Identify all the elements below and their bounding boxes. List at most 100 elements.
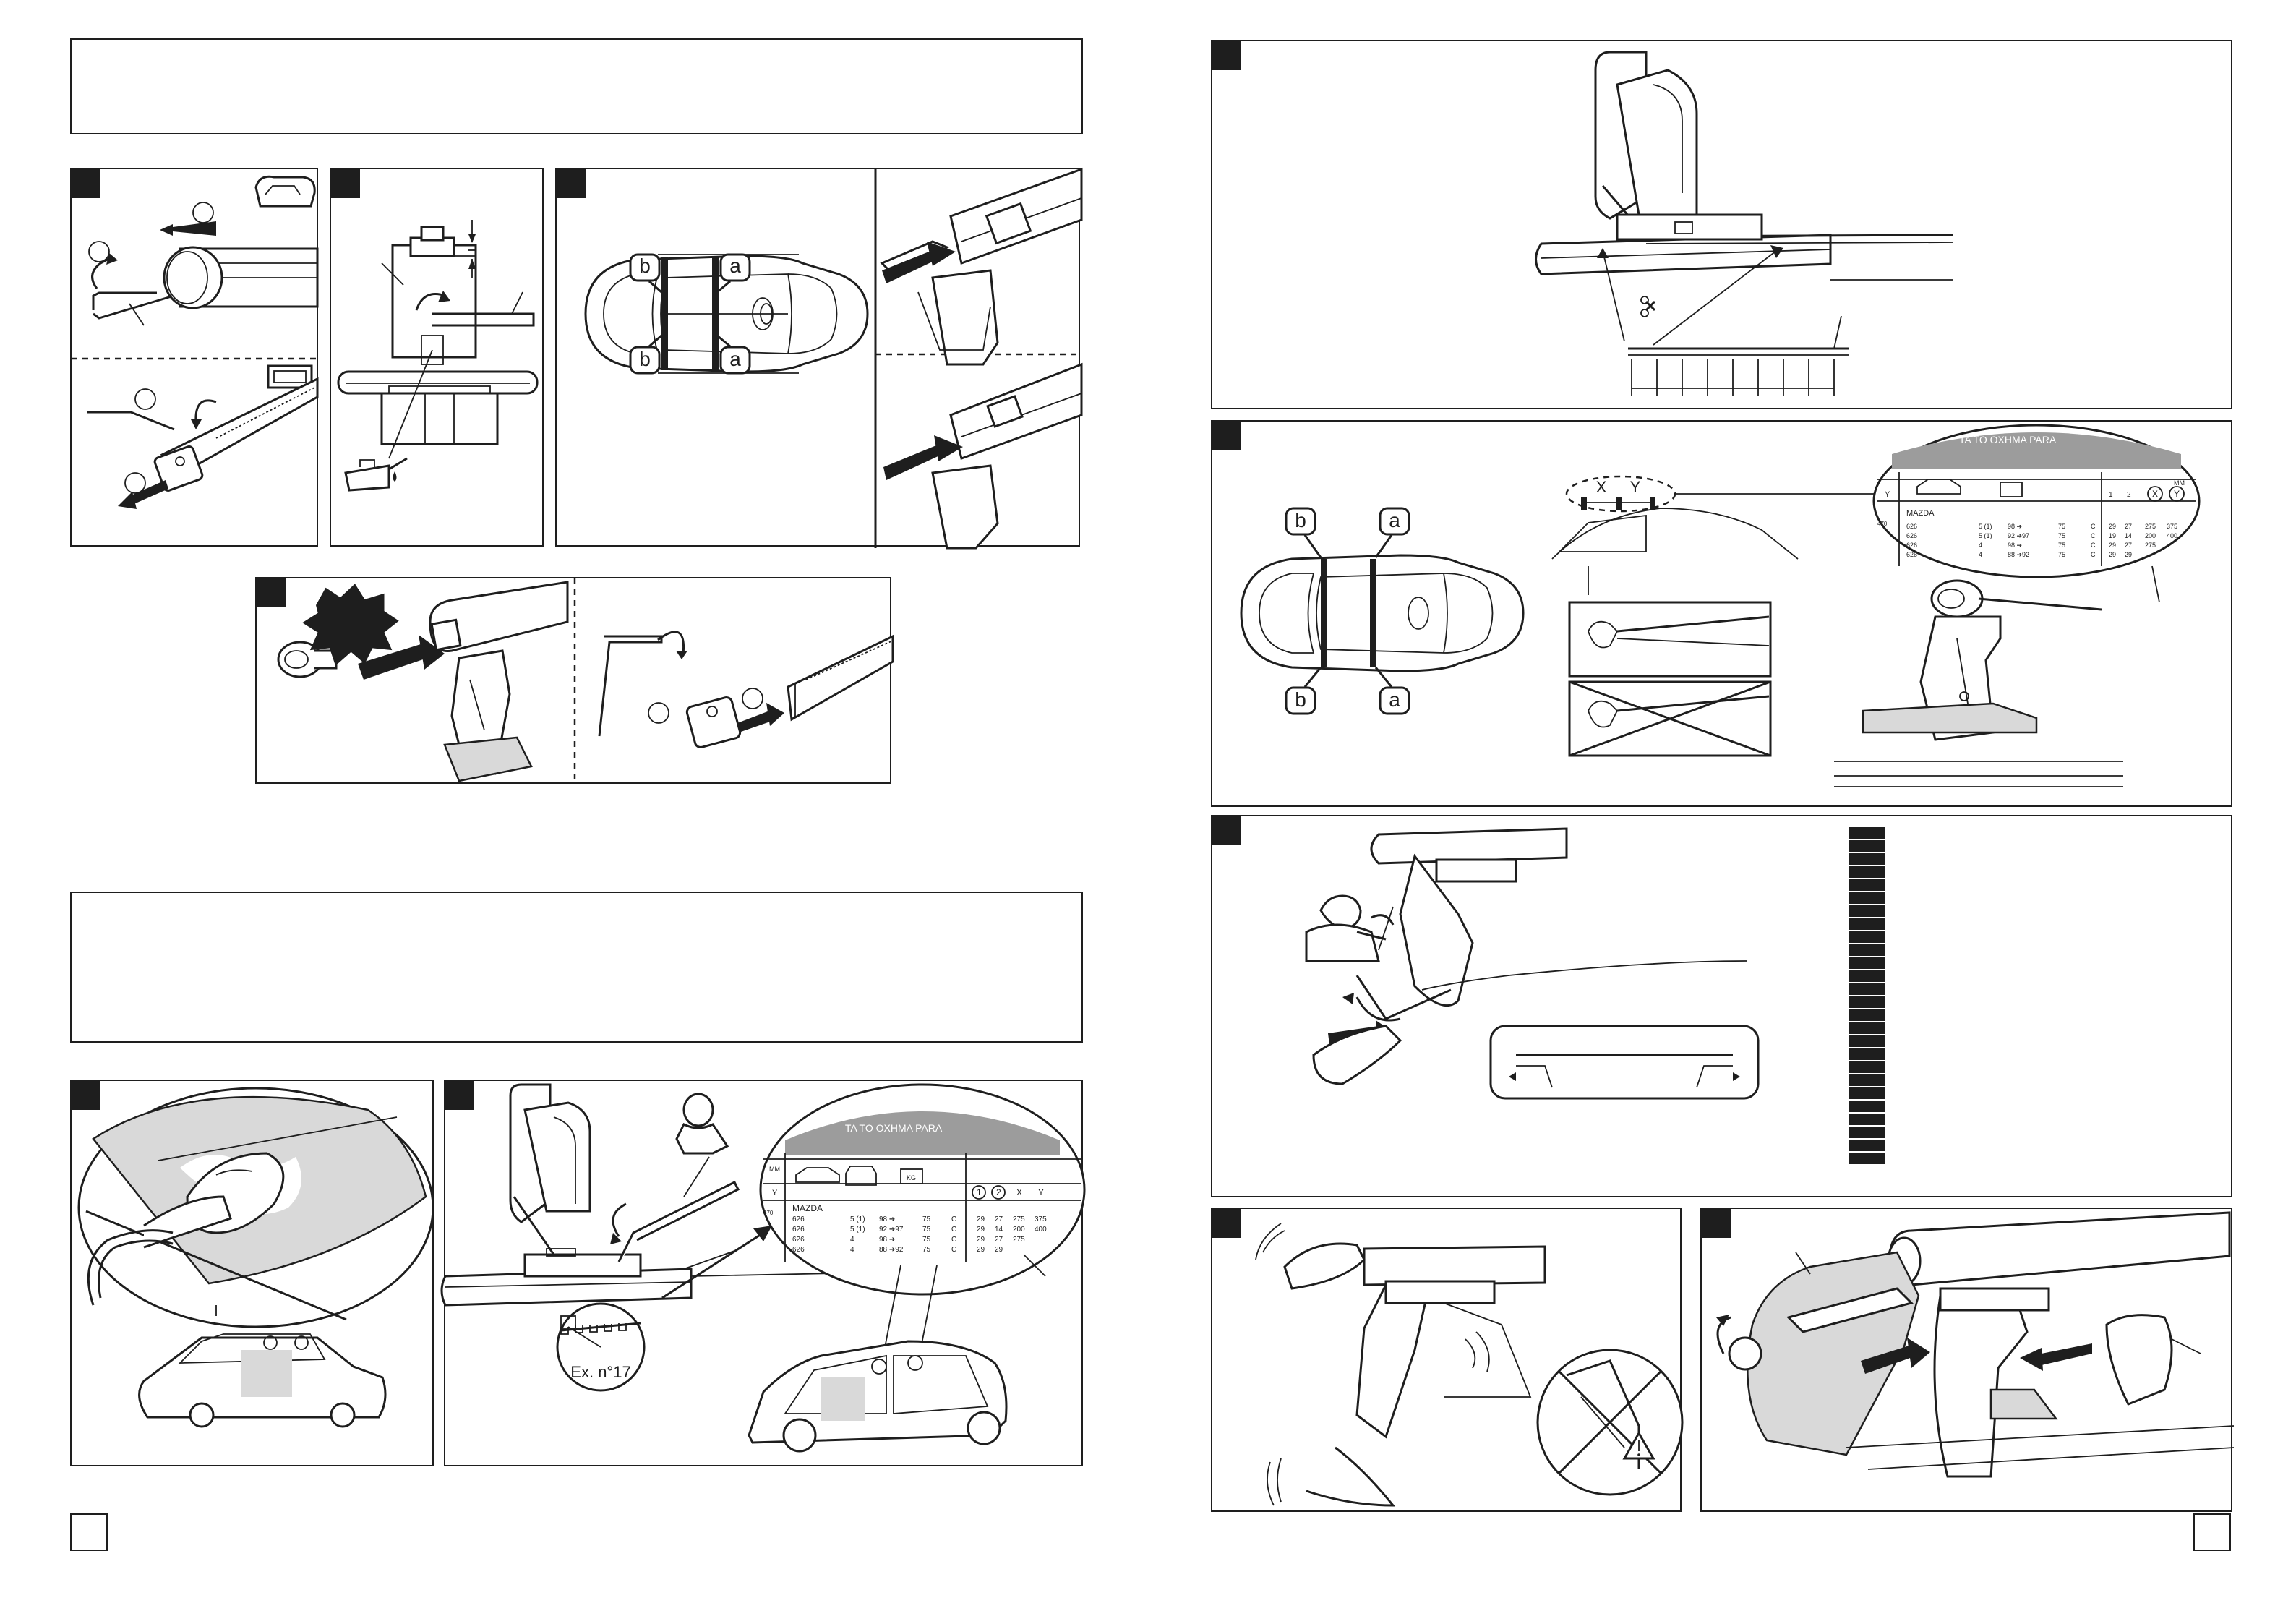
torque-spec-cell xyxy=(1849,944,1885,956)
table-row-y: Y xyxy=(772,1189,778,1197)
label-a-bottom: a xyxy=(1389,688,1400,711)
right-table-cell: 275 xyxy=(2145,523,2156,530)
torque-spec-cell xyxy=(1849,879,1885,891)
step-panel-adjust-feet: Ex. n°17 TA TO OXHMA PARA MM Y 470 KG 1 … xyxy=(440,1080,1086,1466)
torque-spec-cell xyxy=(1849,1153,1885,1164)
end-cap-illustration xyxy=(72,175,320,509)
step-panel-clean-roof xyxy=(70,1080,434,1466)
table-banner-left: TA TO OXHMA PARA xyxy=(845,1122,943,1134)
left-table-cell: 375 xyxy=(1035,1215,1047,1223)
right-table-cell: 75 xyxy=(2058,523,2065,530)
left-table-cell: 29 xyxy=(977,1246,985,1254)
step-panel-adjust xyxy=(330,168,544,547)
left-table-cell: 5 (1) xyxy=(850,1215,865,1223)
car-icon xyxy=(795,1167,840,1183)
table-row-470: 470 xyxy=(763,1210,774,1216)
end-covers-illustration xyxy=(1716,1211,2235,1478)
right-table-cell: 5 (1) xyxy=(1979,523,1992,530)
left-table-cell: C xyxy=(951,1246,956,1254)
torque-spec-column xyxy=(1849,827,1885,1164)
left-table-cell: 27 xyxy=(995,1215,1003,1223)
table-col-y: Y xyxy=(1038,1187,1044,1197)
table-col-kg: KG xyxy=(907,1174,916,1181)
left-table-cell: 88 ➔92 xyxy=(879,1246,904,1254)
left-table-cell: 75 xyxy=(922,1236,931,1244)
torque-spec-cell xyxy=(1849,1074,1885,1086)
left-table-cell: C xyxy=(951,1215,956,1223)
right-table-cell: 27 xyxy=(2125,542,2132,549)
rear-bar-mark xyxy=(661,257,668,370)
right-table-cell: 27 xyxy=(2125,523,2132,530)
left-table-cell: 75 xyxy=(922,1215,931,1223)
push-arrow-icon xyxy=(883,444,943,480)
left-table-cell: 626 xyxy=(792,1226,805,1234)
left-table-cell: 29 xyxy=(995,1246,1003,1254)
label-b-top: b xyxy=(1295,509,1306,531)
label-x: X xyxy=(1596,478,1607,496)
label-b-bottom: b xyxy=(1295,688,1306,711)
torque-spec-cell xyxy=(1849,957,1885,969)
torque-spec-cell xyxy=(1849,1101,1885,1112)
right-table-cell: 626 xyxy=(1906,523,1917,530)
left-table-cell: 275 xyxy=(1013,1236,1025,1244)
left-table-cell: C xyxy=(951,1236,956,1244)
table-right-col-y: Y xyxy=(2174,489,2180,499)
step-panel-tighten xyxy=(1211,815,2232,1197)
left-table-cell: 29 xyxy=(977,1226,985,1234)
table-right-mm: MM xyxy=(2174,479,2185,487)
right-table-cell: 375 xyxy=(2167,523,2177,530)
insert-arrow-icon xyxy=(358,644,427,680)
table-right-row-y: Y xyxy=(1885,490,1890,499)
text-frame-top xyxy=(70,38,1083,134)
step-number-badge xyxy=(331,169,360,198)
torque-spec-cell xyxy=(1849,1009,1885,1021)
table-right-row-470: 470 xyxy=(1877,521,1888,527)
right-table-cell: 626 xyxy=(1906,542,1917,549)
table-right-col-1: 1 xyxy=(2109,491,2113,499)
foot-adjust-illustration xyxy=(337,220,539,492)
left-table-cell: 200 xyxy=(1013,1226,1025,1234)
step-number-badge xyxy=(445,1081,474,1110)
right-table-cell: 4 xyxy=(1979,542,1982,549)
torque-spec-cell xyxy=(1849,1061,1885,1073)
step-number-badge xyxy=(72,169,100,198)
right-table-cell: 29 xyxy=(2125,551,2132,558)
example-caption: Ex. n°17 xyxy=(570,1363,630,1381)
table-col-1: 1 xyxy=(977,1187,982,1197)
left-table-cell: 14 xyxy=(995,1226,1003,1234)
right-table-cell: 19 xyxy=(2109,532,2116,539)
right-table-cell: C xyxy=(2091,532,2096,539)
car-top-view-illustration: b a b a xyxy=(584,167,1083,550)
left-table-cell: 4 xyxy=(850,1236,854,1244)
right-table-cell: 92 ➔97 xyxy=(2008,532,2029,539)
torque-spec-cell xyxy=(1849,892,1885,904)
right-table-cell: 626 xyxy=(1906,551,1917,558)
step-number-badge xyxy=(257,578,286,607)
left-table-cell: 75 xyxy=(922,1246,931,1254)
right-table-cell: 400 xyxy=(2167,532,2177,539)
step-number-badge xyxy=(1212,1209,1241,1238)
left-table-cell: 98 ➔ xyxy=(879,1236,895,1244)
step-number-badge xyxy=(1212,816,1241,845)
label-y: Y xyxy=(1630,478,1641,496)
right-table-cell: 14 xyxy=(2125,532,2132,539)
foot-fitting-illustration: Ex. n°17 TA TO OXHMA PARA MM Y 470 KG 1 … xyxy=(440,1083,1086,1453)
torque-spec-cell xyxy=(1849,840,1885,852)
table-right-col-2: 2 xyxy=(2127,491,2131,499)
right-table-cell: C xyxy=(2091,542,2096,549)
right-table-cell: 200 xyxy=(2145,532,2156,539)
left-table-cell: 275 xyxy=(1013,1215,1025,1223)
torque-spec-cell xyxy=(1849,931,1885,943)
table-col-mm: MM xyxy=(769,1166,780,1173)
right-table-cell: 275 xyxy=(2145,542,2156,549)
left-table-cell: 98 ➔ xyxy=(879,1215,895,1223)
left-table-cell: 626 xyxy=(792,1215,805,1223)
clic-burst xyxy=(302,584,399,666)
end-cap-clic-illustration: CLIC xyxy=(277,578,894,785)
step-number-badge xyxy=(557,169,586,198)
tighten-illustration xyxy=(1305,827,1885,1164)
right-table-cell: 29 xyxy=(2109,542,2116,549)
table-right-make: MAZDA xyxy=(1906,509,1935,518)
right-table-cell: 4 xyxy=(1979,551,1982,558)
